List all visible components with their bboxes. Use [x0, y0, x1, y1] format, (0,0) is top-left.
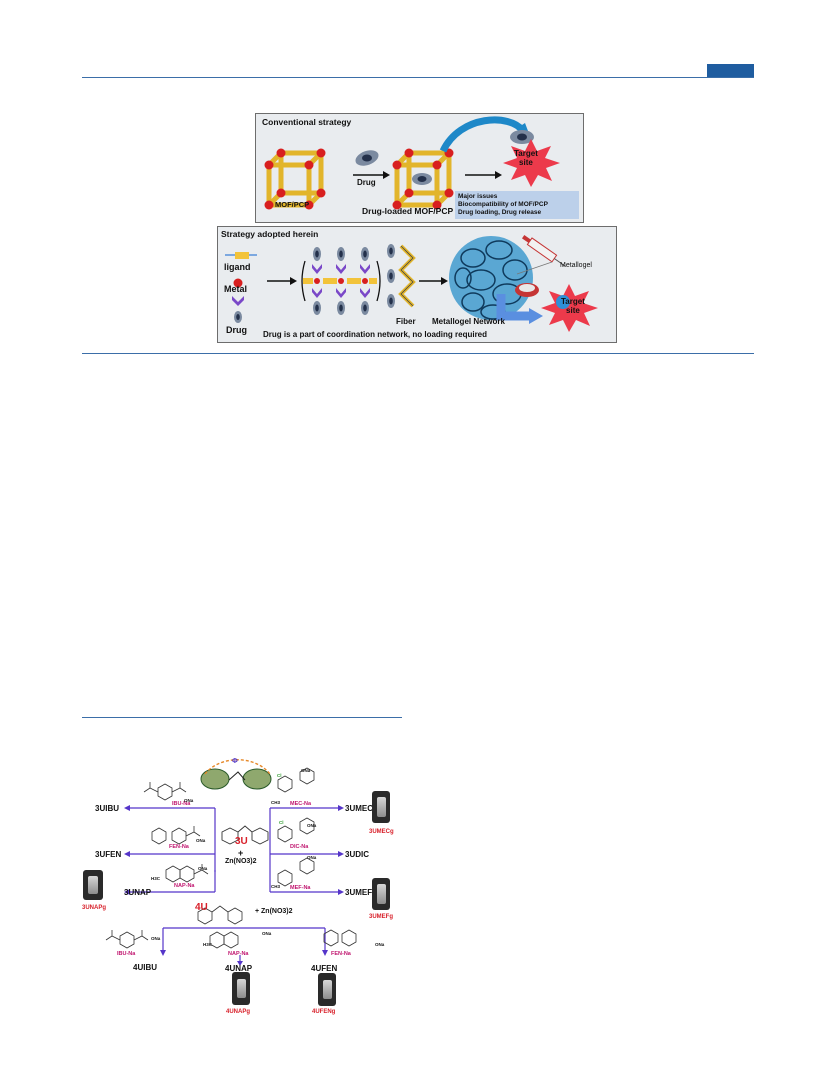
scheme-lines: [105, 759, 357, 966]
drug-label-conventional: Drug: [357, 178, 376, 187]
network-label: Metallogel Network: [432, 317, 505, 326]
metallogel-label: Metallogel: [560, 262, 592, 269]
vial-3umecg: [372, 791, 390, 823]
drug-nap-na-4: NAP-Na: [228, 951, 249, 957]
center-plus: +: [238, 848, 244, 858]
ona-label-4: ONa: [301, 768, 311, 773]
ona-label-3: ONa: [198, 866, 208, 871]
center-reagent: Zn(NO3)2: [225, 858, 257, 865]
ona-label-b2: ONa: [262, 931, 272, 936]
ona-label-6: ONa: [307, 855, 317, 860]
vial-4ufeng: [318, 973, 336, 1006]
product-3ufen: 3UFEN: [95, 850, 122, 859]
drug-nap-na: NAP-Na: [174, 883, 195, 889]
drug-ibu-na: IBU-Na: [172, 801, 191, 807]
header-rule: [82, 77, 754, 78]
adopted-caption: Drug is a part of coordination network, …: [263, 330, 488, 339]
drug-ibu-na-4: IBU-Na: [117, 951, 136, 957]
conventional-diagram: [264, 116, 579, 219]
phi-label: Φ: [232, 758, 238, 765]
drug-fen-na: FEN-Na: [169, 844, 189, 850]
vial-3unapg: [83, 870, 103, 900]
ona-label-2: ONa: [196, 838, 206, 843]
gel-3umefg: 3UMEFg: [369, 914, 393, 920]
metallogel-network: [449, 236, 533, 320]
adopted-title: Strategy adopted herein: [221, 229, 319, 239]
ona-label-b1: ONa: [151, 936, 161, 941]
ligand-3u: 3U: [235, 836, 248, 847]
header-tab: [707, 64, 754, 77]
product-3uibu: 3UIBU: [95, 804, 120, 813]
legend-metal: Metal: [224, 284, 248, 294]
product-4uibu: 4UIBU: [133, 963, 158, 972]
adopted-diagram: [225, 235, 598, 332]
loaded-mof-label: Drug-loaded MOF/PCP: [362, 206, 454, 216]
product-3udic: 3UDIC: [345, 850, 370, 859]
legend-ligand: ligand: [224, 262, 251, 272]
gel-4ufeng: 4UFENg: [312, 1009, 336, 1015]
product-4unap: 4UNAP: [225, 964, 253, 973]
drug-dic-na: DIC-Na: [290, 844, 309, 850]
conventional-title: Conventional strategy: [262, 117, 352, 127]
bottom-reagent: + Zn(NO3)2: [255, 908, 293, 915]
drug-mef-na: MEF-Na: [290, 885, 311, 891]
ch3-label-2: CH3: [271, 884, 281, 889]
drug-mec-na: MEC-Na: [290, 801, 312, 807]
gel-3unapg: 3UNAPg: [82, 905, 107, 911]
ona-label-5: ONa: [307, 823, 317, 828]
product-3unap: 3UNAP: [124, 888, 152, 897]
gel-4unapg: 4UNAPg: [226, 1009, 251, 1015]
cl-label-1: Cl: [277, 773, 282, 778]
gel-3umecg: 3UMECg: [369, 829, 394, 835]
vial-4unapg: [232, 972, 250, 1005]
h3c-label-1: H3C: [151, 876, 161, 881]
ona-label-1: ONa: [184, 798, 194, 803]
target-site-conventional: Target site: [514, 149, 538, 167]
product-3umec: 3UMEC: [345, 804, 374, 813]
product-3umef: 3UMEF: [345, 888, 373, 897]
fiber-label: Fiber: [396, 317, 416, 326]
legend-drug: Drug: [226, 325, 247, 335]
issues-text: Major issues Biocompatibility of MOF/PCP…: [458, 193, 548, 216]
product-4ufen: 4UFEN: [311, 964, 338, 973]
drug-fen-na-4: FEN-Na: [331, 951, 351, 957]
ch3-label-1: CH3: [271, 800, 281, 805]
ligand-4u: 4U: [195, 902, 208, 913]
mof-cube: [264, 148, 326, 210]
cl-label-2: Cl: [279, 820, 284, 825]
h3c-label-b: H3C: [203, 942, 213, 947]
target-site-adopted: Target site: [561, 297, 585, 315]
figure-rule: [82, 353, 754, 354]
ona-label-b3: ONa: [375, 942, 385, 947]
mof-label: MOF/PCP: [275, 200, 310, 209]
column-rule: [82, 717, 402, 718]
loaded-mof-cube: [392, 148, 454, 210]
vial-3umefg: [372, 878, 390, 910]
